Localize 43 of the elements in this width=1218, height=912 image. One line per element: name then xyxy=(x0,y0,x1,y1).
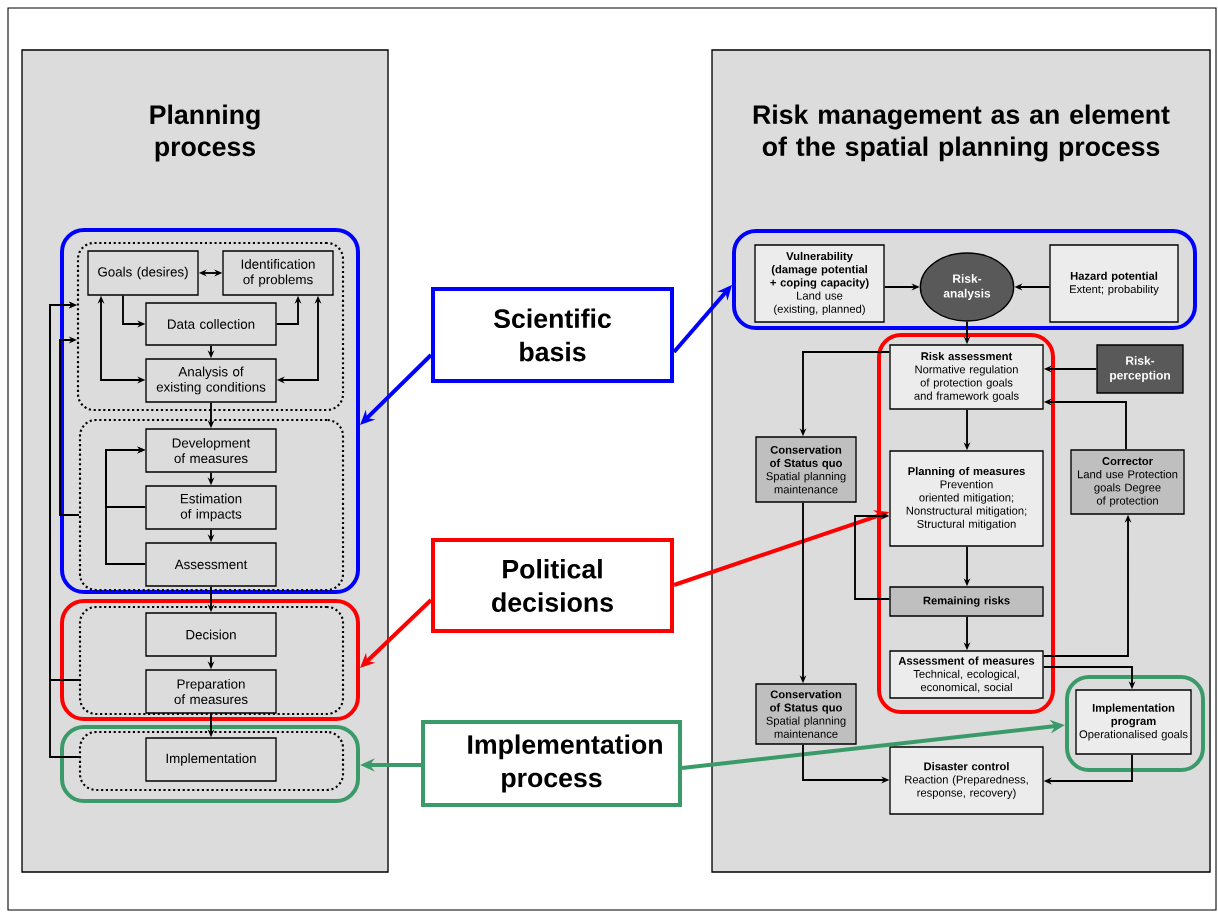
rounded-frame xyxy=(60,228,360,594)
process-box: Assessment xyxy=(145,542,277,587)
process-box: Hazard potential Extent; probability xyxy=(1049,244,1179,323)
arrow xyxy=(360,598,433,668)
panel-title: Risk management as an element of the spatial planning process xyxy=(753,104,1170,162)
rounded-frame xyxy=(60,599,360,721)
process-box: Conservation of Status quo Spatial planning maintenance xyxy=(755,683,857,745)
process-box: Preparation of measures xyxy=(145,669,277,714)
rounded-frame xyxy=(732,229,1197,330)
process-box: Vulnerability (damage potential + coping capacity) Land use (existing, planned) xyxy=(754,244,885,323)
process-box: Implementation program Operationalised goals xyxy=(1075,689,1192,755)
dotted-frame xyxy=(76,241,345,412)
arrow xyxy=(59,336,80,516)
arrow xyxy=(49,301,80,681)
process-box: Estimation of impacts xyxy=(145,485,277,530)
process-box: Remaining risks xyxy=(889,586,1044,617)
process-box: Goals (desires) xyxy=(87,250,199,296)
rounded-frame xyxy=(1065,675,1205,772)
process-box: Implementation xyxy=(145,737,277,782)
process-box: Assessment of measures Technical, ecological, economical, social xyxy=(889,650,1044,699)
arrow xyxy=(360,353,433,425)
arrow xyxy=(854,512,891,600)
process-box: Identification of problems xyxy=(222,250,334,296)
callout-box: Implementation process xyxy=(421,720,682,807)
dotted-frame xyxy=(78,730,345,792)
rounded-frame xyxy=(877,333,1055,714)
process-box: Data collection xyxy=(145,302,277,346)
process-box: Conservation of Status quo Spatial planning maintenance xyxy=(755,436,857,503)
process-box: Planning of measures Prevention oriented mitigation; Nonstructural mitigation; Structural mitigation xyxy=(889,450,1044,547)
dotted-frame xyxy=(78,418,345,592)
rounded-frame xyxy=(60,725,360,803)
process-box: Risk assessment Normative regulation of protection goals and framework goals xyxy=(889,344,1044,410)
panel-title: Planning process xyxy=(150,104,260,162)
callout-box: Scientific basis xyxy=(431,287,674,383)
process-box: Disaster control Reaction (Preparedness, response, recovery) xyxy=(889,746,1044,815)
process-box: Decision xyxy=(145,612,277,657)
process-box: Risk-perception xyxy=(1096,344,1184,394)
process-box: Corrector Land use Protection goals Degree of protection xyxy=(1070,449,1185,515)
arrow xyxy=(105,446,147,508)
dotted-frame xyxy=(78,605,345,716)
process-box: Analysis of existing conditions xyxy=(145,358,277,403)
callout-box: Political decisions xyxy=(431,538,674,633)
process-box: Development of measures xyxy=(145,428,277,473)
